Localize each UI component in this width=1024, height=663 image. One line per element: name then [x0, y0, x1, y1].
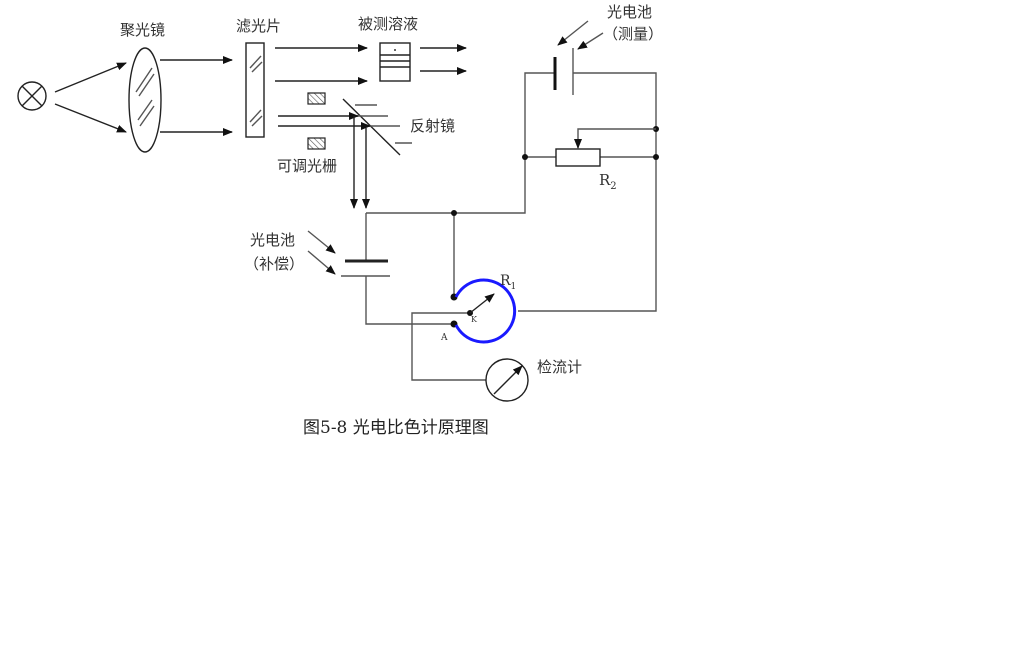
light-ray — [54, 62, 127, 93]
rheostat-r2 — [555, 128, 656, 167]
sample-cuvette — [379, 42, 411, 82]
photocell-comp-sublabel: （补偿） — [244, 255, 304, 273]
filter — [245, 42, 265, 138]
galvanometer-label: 检流计 — [537, 358, 582, 376]
filter-label: 滤光片 — [236, 17, 281, 35]
light-ray — [54, 103, 127, 133]
slide-wire-r1 — [454, 278, 517, 344]
photocell-measure-sublabel: （测量） — [603, 25, 663, 43]
light-arrow — [307, 250, 336, 275]
light-arrow — [577, 32, 604, 50]
node-k-label: K — [471, 315, 478, 324]
r1-label: R1 — [500, 273, 516, 292]
photocell-compensation — [341, 259, 390, 277]
mirror-label: 反射镜 — [410, 117, 455, 135]
photocell-measure — [553, 48, 574, 95]
adjustable-grating-label: 可调光栅 — [277, 157, 337, 175]
galvanometer-icon — [485, 358, 529, 402]
sample-solution-label: 被测溶液 — [358, 15, 418, 33]
mirror — [342, 98, 412, 156]
r2-label: R2 — [599, 171, 617, 192]
circuit-wires — [365, 72, 657, 381]
lamp-icon — [17, 81, 47, 111]
node-a-label: A — [440, 333, 448, 343]
condenser-lens-label: 聚光镜 — [120, 21, 165, 39]
photocell-measure-label: 光电池 — [607, 3, 652, 21]
junction-nodes — [450, 126, 659, 328]
adjustable-grating — [307, 92, 326, 150]
photocell-comp-label: 光电池 — [250, 231, 295, 249]
slider-k-arrow — [469, 293, 495, 314]
light-arrow — [557, 20, 589, 46]
light-arrow — [307, 230, 336, 254]
condenser-lens — [128, 47, 162, 153]
figure-caption: 图5-8 光电比色计原理图 — [303, 418, 489, 438]
